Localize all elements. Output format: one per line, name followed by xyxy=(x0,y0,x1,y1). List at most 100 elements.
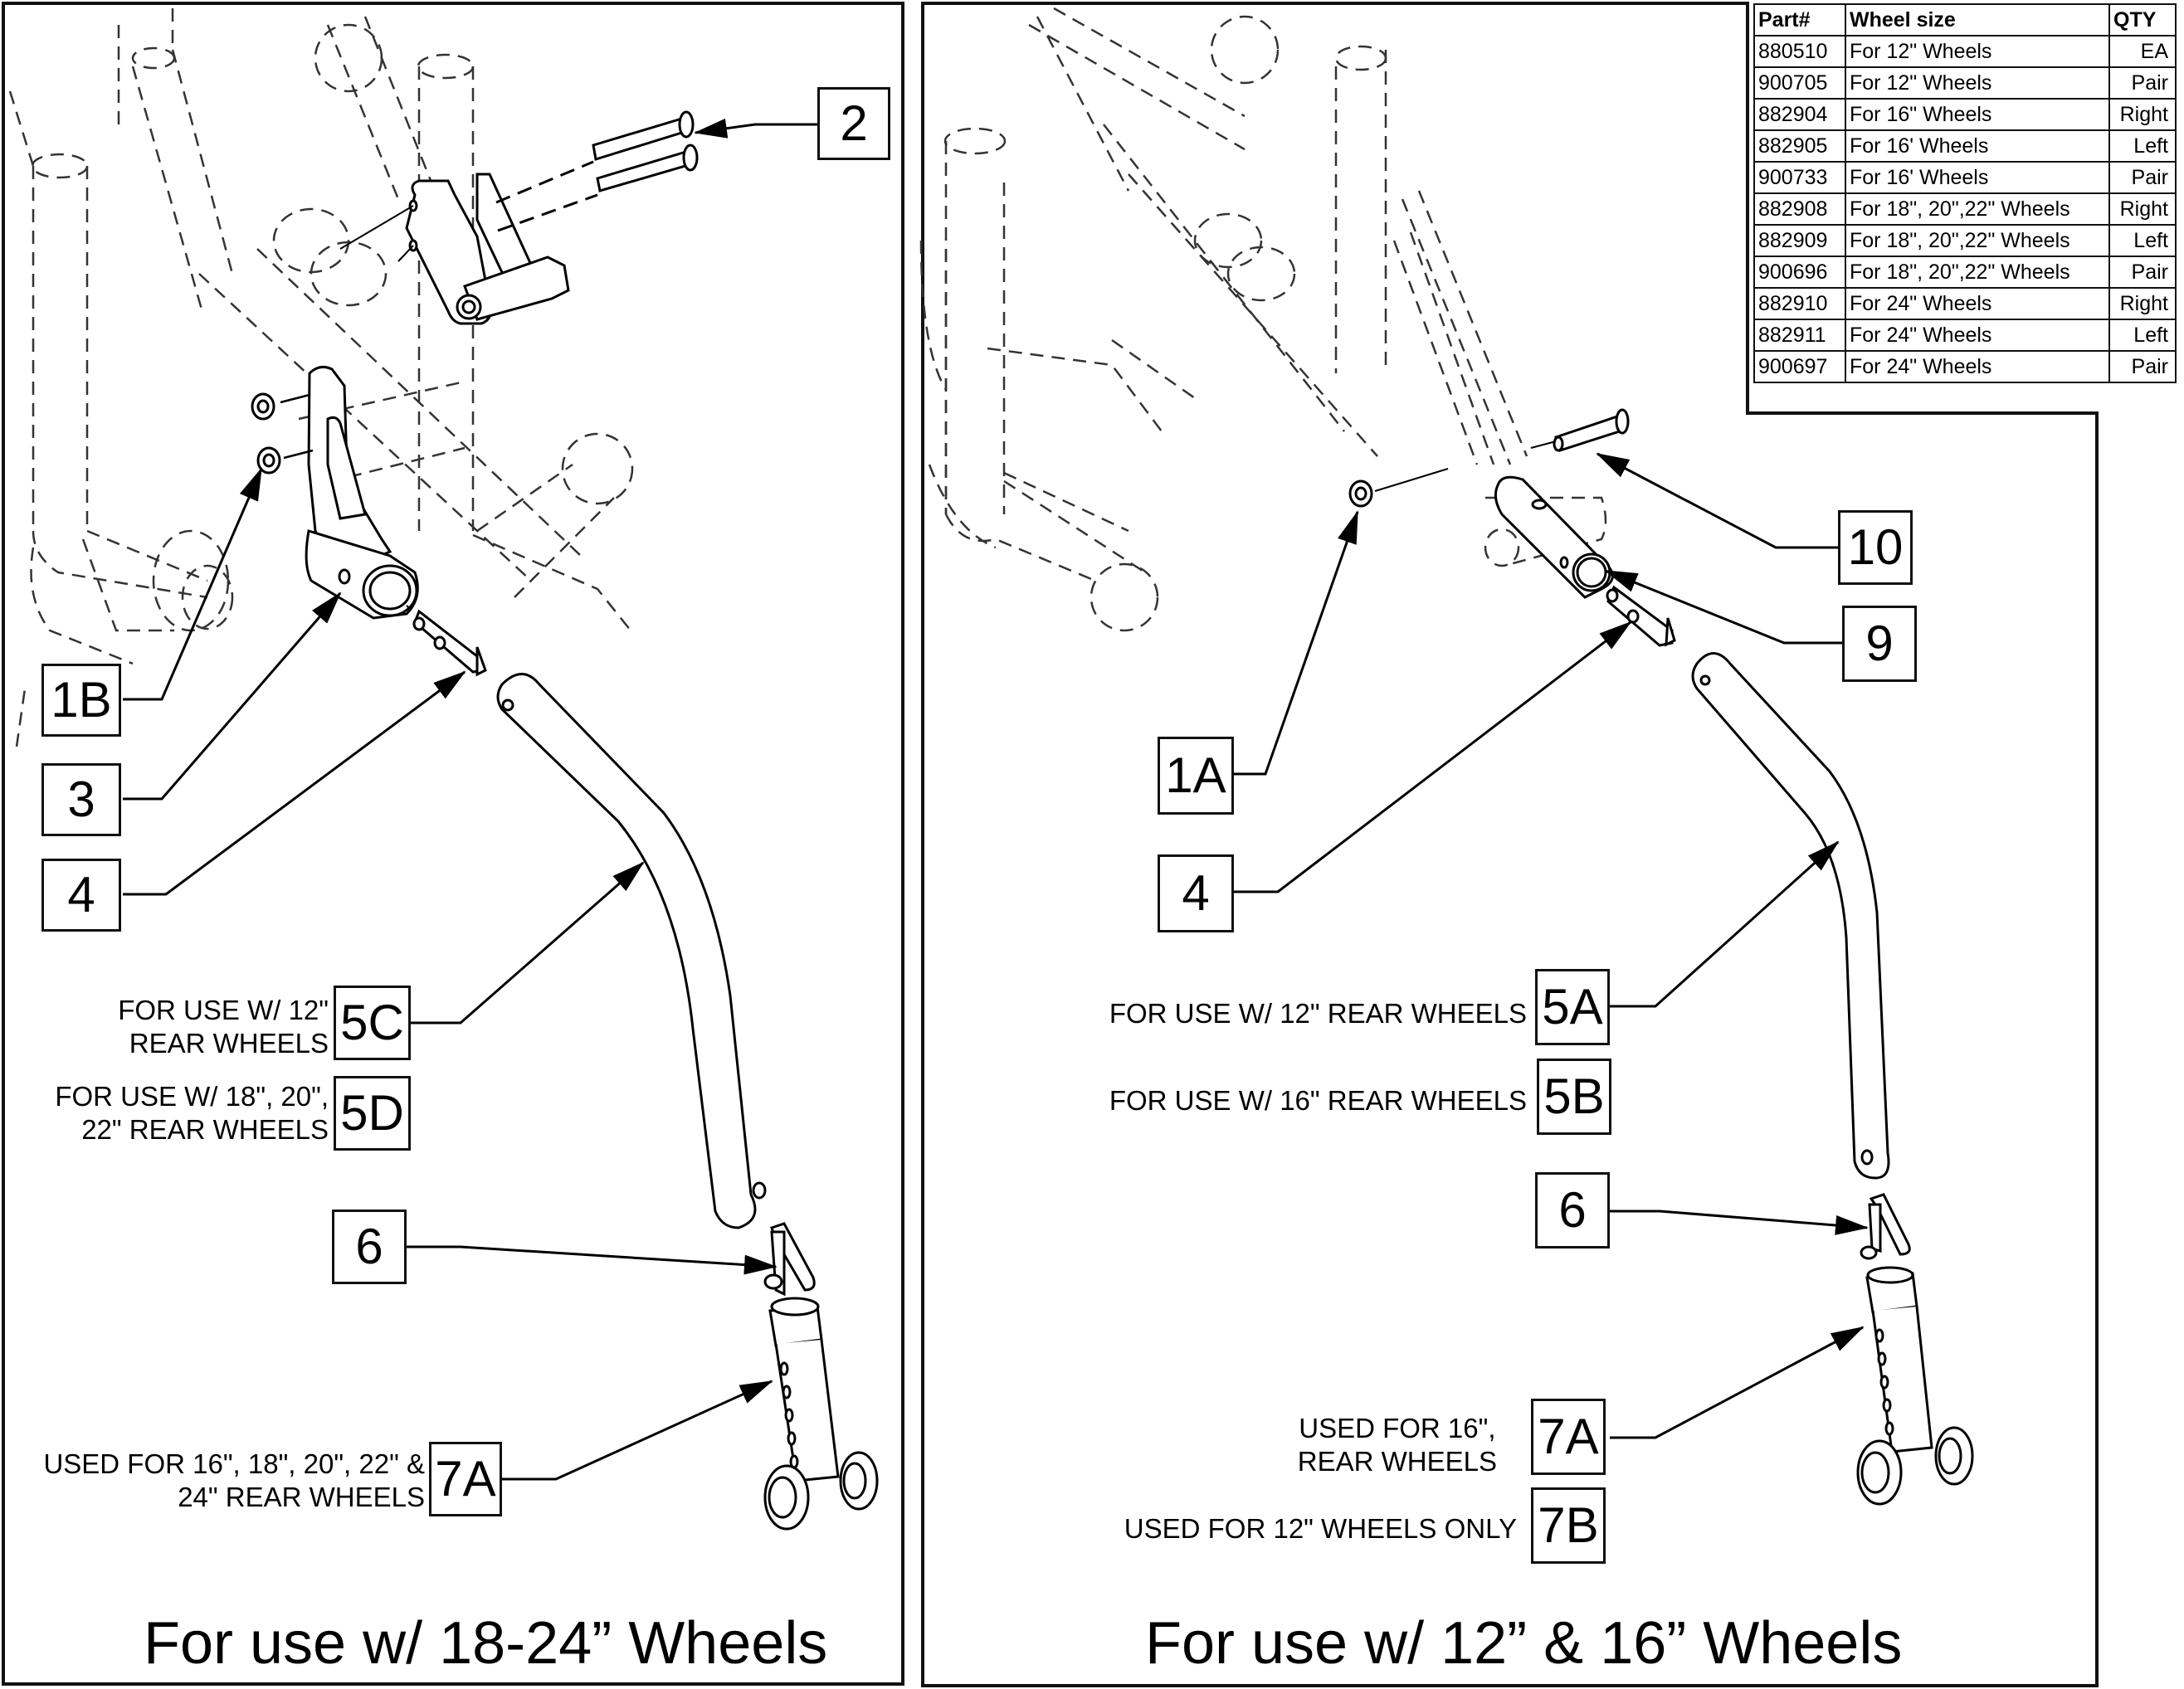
part-6-clip-right xyxy=(1860,1193,1911,1260)
note-5c-line2: REAR WHEELS xyxy=(129,1028,329,1059)
part-2-bracket xyxy=(405,173,570,325)
part-5-tube-right xyxy=(1691,652,1890,1180)
part-6-clip-left xyxy=(763,1222,816,1297)
qty-cell: Right xyxy=(2108,192,2177,226)
right-frame-dashed xyxy=(919,7,1607,632)
qty-cell: Pair xyxy=(2108,66,2177,100)
part-3-arm xyxy=(305,365,419,620)
wheel-size-cell: For 16' Wheels xyxy=(1845,129,2110,163)
callout-5c: 5C xyxy=(334,986,411,1060)
wheel-size-cell: For 24" Wheels xyxy=(1845,319,2110,352)
note-5d-line1: FOR USE W/ 18", 20", xyxy=(55,1081,329,1112)
callout-5a: 5A xyxy=(1535,969,1610,1045)
callout-6-left: 6 xyxy=(332,1210,407,1284)
callout-1a: 1A xyxy=(1158,737,1234,815)
part-7a-caster-right xyxy=(1856,1266,1974,1506)
header-wheel-size: Wheel size xyxy=(1845,3,2110,37)
note-7a-right-line2: REAR WHEELS xyxy=(1297,1446,1497,1477)
part-7a-caster-left xyxy=(763,1297,879,1531)
wheel-size-cell: For 18", 20",22" Wheels xyxy=(1845,192,2110,226)
part-1b-nuts xyxy=(251,392,314,475)
wheel-size-cell: For 12" Wheels xyxy=(1845,66,2110,100)
wheel-size-cell: For 24" Wheels xyxy=(1845,350,2110,383)
callout-5b: 5B xyxy=(1537,1059,1611,1135)
qty-cell: Pair xyxy=(2108,256,2177,289)
left-panel-title: For use w/ 18-24” Wheels xyxy=(144,1610,828,1677)
note-5c: FOR USE W/ 12" REAR WHEELS xyxy=(118,994,329,1060)
qty-cell: Left xyxy=(2108,224,2177,257)
qty-cell: Left xyxy=(2108,319,2177,352)
note-7a-left: USED FOR 16", 18", 20", 22" & 24" REAR W… xyxy=(43,1448,425,1514)
note-5d: FOR USE W/ 18", 20", 22" REAR WHEELS xyxy=(55,1080,329,1146)
part-4-lever-right xyxy=(1606,585,1676,647)
part-number-cell: 882910 xyxy=(1753,287,1846,320)
wheel-size-cell: For 24" Wheels xyxy=(1845,287,2110,320)
callout-3: 3 xyxy=(41,763,121,836)
callout-6-right: 6 xyxy=(1535,1172,1610,1248)
callout-2: 2 xyxy=(817,87,890,160)
part-9-sleeve xyxy=(1494,475,1614,599)
note-7a-left-line1: USED FOR 16", 18", 20", 22" & xyxy=(43,1448,425,1479)
note-5b: FOR USE W/ 16" REAR WHEELS xyxy=(1109,1085,1527,1116)
callout-9: 9 xyxy=(1842,606,1917,682)
wheel-size-cell: For 16" Wheels xyxy=(1845,98,2110,131)
left-panel xyxy=(2,2,904,1686)
part-10-bolt xyxy=(1530,408,1630,452)
qty-cell: Pair xyxy=(2108,161,2177,194)
wheel-size-cell: For 16' Wheels xyxy=(1845,161,2110,194)
part-number-cell: 900705 xyxy=(1753,66,1846,100)
callout-7a-left: 7A xyxy=(429,1442,502,1516)
part-number-cell: 882905 xyxy=(1753,129,1846,163)
qty-cell: Right xyxy=(2108,98,2177,131)
parts-table-header: Part# Wheel size QTY xyxy=(1753,3,2177,37)
qty-cell: EA xyxy=(2108,35,2177,68)
part-number-cell: 900696 xyxy=(1753,256,1846,289)
part-1a-nut xyxy=(1348,468,1449,508)
part-2-bolts xyxy=(339,110,699,262)
note-5a: FOR USE W/ 12" REAR WHEELS xyxy=(1109,998,1527,1029)
callout-7b: 7B xyxy=(1531,1487,1606,1564)
callout-10: 10 xyxy=(1838,510,1913,585)
note-7a-left-line2: 24" REAR WHEELS xyxy=(178,1482,425,1512)
part-number-cell: 880510 xyxy=(1753,35,1846,68)
right-panel-border xyxy=(921,2,2099,1687)
part-5-tube-left xyxy=(496,673,767,1229)
part-number-cell: 882909 xyxy=(1753,224,1846,257)
note-5d-line2: 22" REAR WHEELS xyxy=(81,1114,329,1145)
part-number-cell: 882908 xyxy=(1753,192,1846,226)
header-qty: QTY xyxy=(2108,3,2177,37)
qty-cell: Left xyxy=(2108,129,2177,163)
part-number-cell: 882911 xyxy=(1753,319,1846,352)
header-part: Part# xyxy=(1753,3,1846,37)
part-number-cell: 900733 xyxy=(1753,161,1846,194)
note-7a-right-line1: USED FOR 16", xyxy=(1299,1413,1496,1443)
callout-4-right: 4 xyxy=(1158,854,1234,932)
callout-1b: 1B xyxy=(41,664,121,737)
right-leader-lines xyxy=(1199,452,1869,1439)
note-7a-right: USED FOR 16", REAR WHEELS xyxy=(1298,1412,1497,1478)
qty-cell: Right xyxy=(2108,287,2177,320)
callout-7a-right: 7A xyxy=(1531,1399,1606,1475)
part-number-cell: 900697 xyxy=(1753,350,1846,383)
part-number-cell: 882904 xyxy=(1753,98,1846,131)
wheel-size-cell: For 12" Wheels xyxy=(1845,35,2110,68)
note-5c-line1: FOR USE W/ 12" xyxy=(118,995,329,1025)
callout-5d: 5D xyxy=(334,1076,411,1151)
part-4-lever xyxy=(406,605,487,677)
left-leader-lines xyxy=(123,118,817,1481)
left-frame-dashed xyxy=(8,8,634,747)
callout-4-left: 4 xyxy=(41,859,121,932)
wheel-size-cell: For 18", 20",22" Wheels xyxy=(1845,224,2110,257)
qty-cell: Pair xyxy=(2108,350,2177,383)
